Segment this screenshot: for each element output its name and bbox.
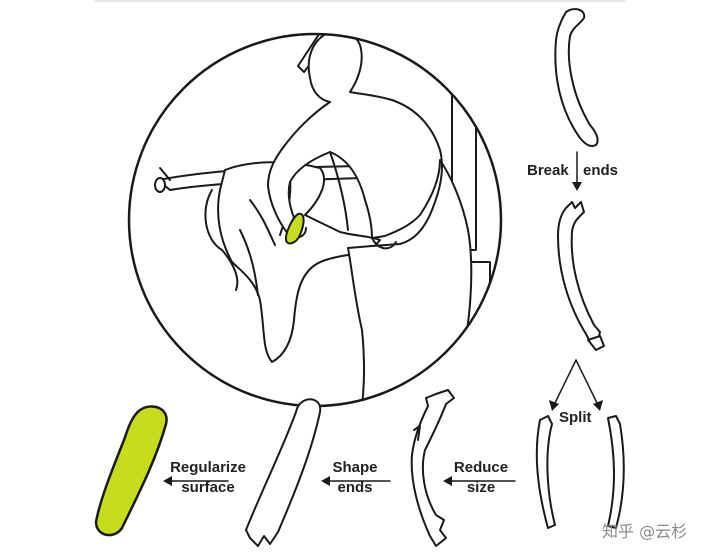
reduced-bone-fragment <box>410 389 455 547</box>
watermark: 知乎 @云杉 <box>602 522 688 541</box>
bone-tool-in-hand <box>284 212 305 245</box>
bone-broken-ends <box>557 201 601 343</box>
label-reduce-line2: size <box>466 479 496 496</box>
label-ends: ends <box>583 162 619 179</box>
arrow-split-right-head <box>593 400 603 411</box>
hide-fold <box>204 189 239 291</box>
branch-end <box>154 177 166 193</box>
broken-end-fragment <box>587 335 605 351</box>
arrow-split-right <box>575 359 599 406</box>
label-split: Split <box>559 409 592 426</box>
label-shape-line1: Shape <box>332 459 378 476</box>
label-break: Break <box>527 162 569 179</box>
fragment-crack <box>413 425 421 441</box>
arrow-regularize-head <box>163 476 172 486</box>
split-bone-half-left <box>535 415 556 529</box>
shaped-bone-blank <box>245 398 322 547</box>
finished-bone-tool <box>94 405 168 537</box>
arrow-reduce-head <box>443 476 452 486</box>
label-reduce-line1: Reduce <box>453 459 509 476</box>
branch-twig <box>159 167 171 181</box>
human-figure <box>267 34 473 406</box>
human-hand-right <box>371 237 397 250</box>
arrow-split-left-head <box>549 400 559 411</box>
arrow-shape-head <box>321 476 330 486</box>
arrow-split-left <box>553 359 577 406</box>
butchering-illustration <box>127 32 503 408</box>
label-shape-line2: ends <box>337 479 373 496</box>
label-shape-ends: Shape ends <box>322 459 388 496</box>
label-regularize-line1: Regularize <box>170 459 246 476</box>
label-regularize-line2: surface <box>181 479 235 496</box>
split-bone-half-right <box>607 415 625 529</box>
human-arm-line <box>329 151 349 231</box>
arrow-break-head <box>572 182 582 191</box>
label-reduce-size: Reduce size <box>446 459 516 496</box>
whole-long-bone <box>554 8 599 148</box>
label-regularize-surface: Regularize surface <box>160 459 256 496</box>
